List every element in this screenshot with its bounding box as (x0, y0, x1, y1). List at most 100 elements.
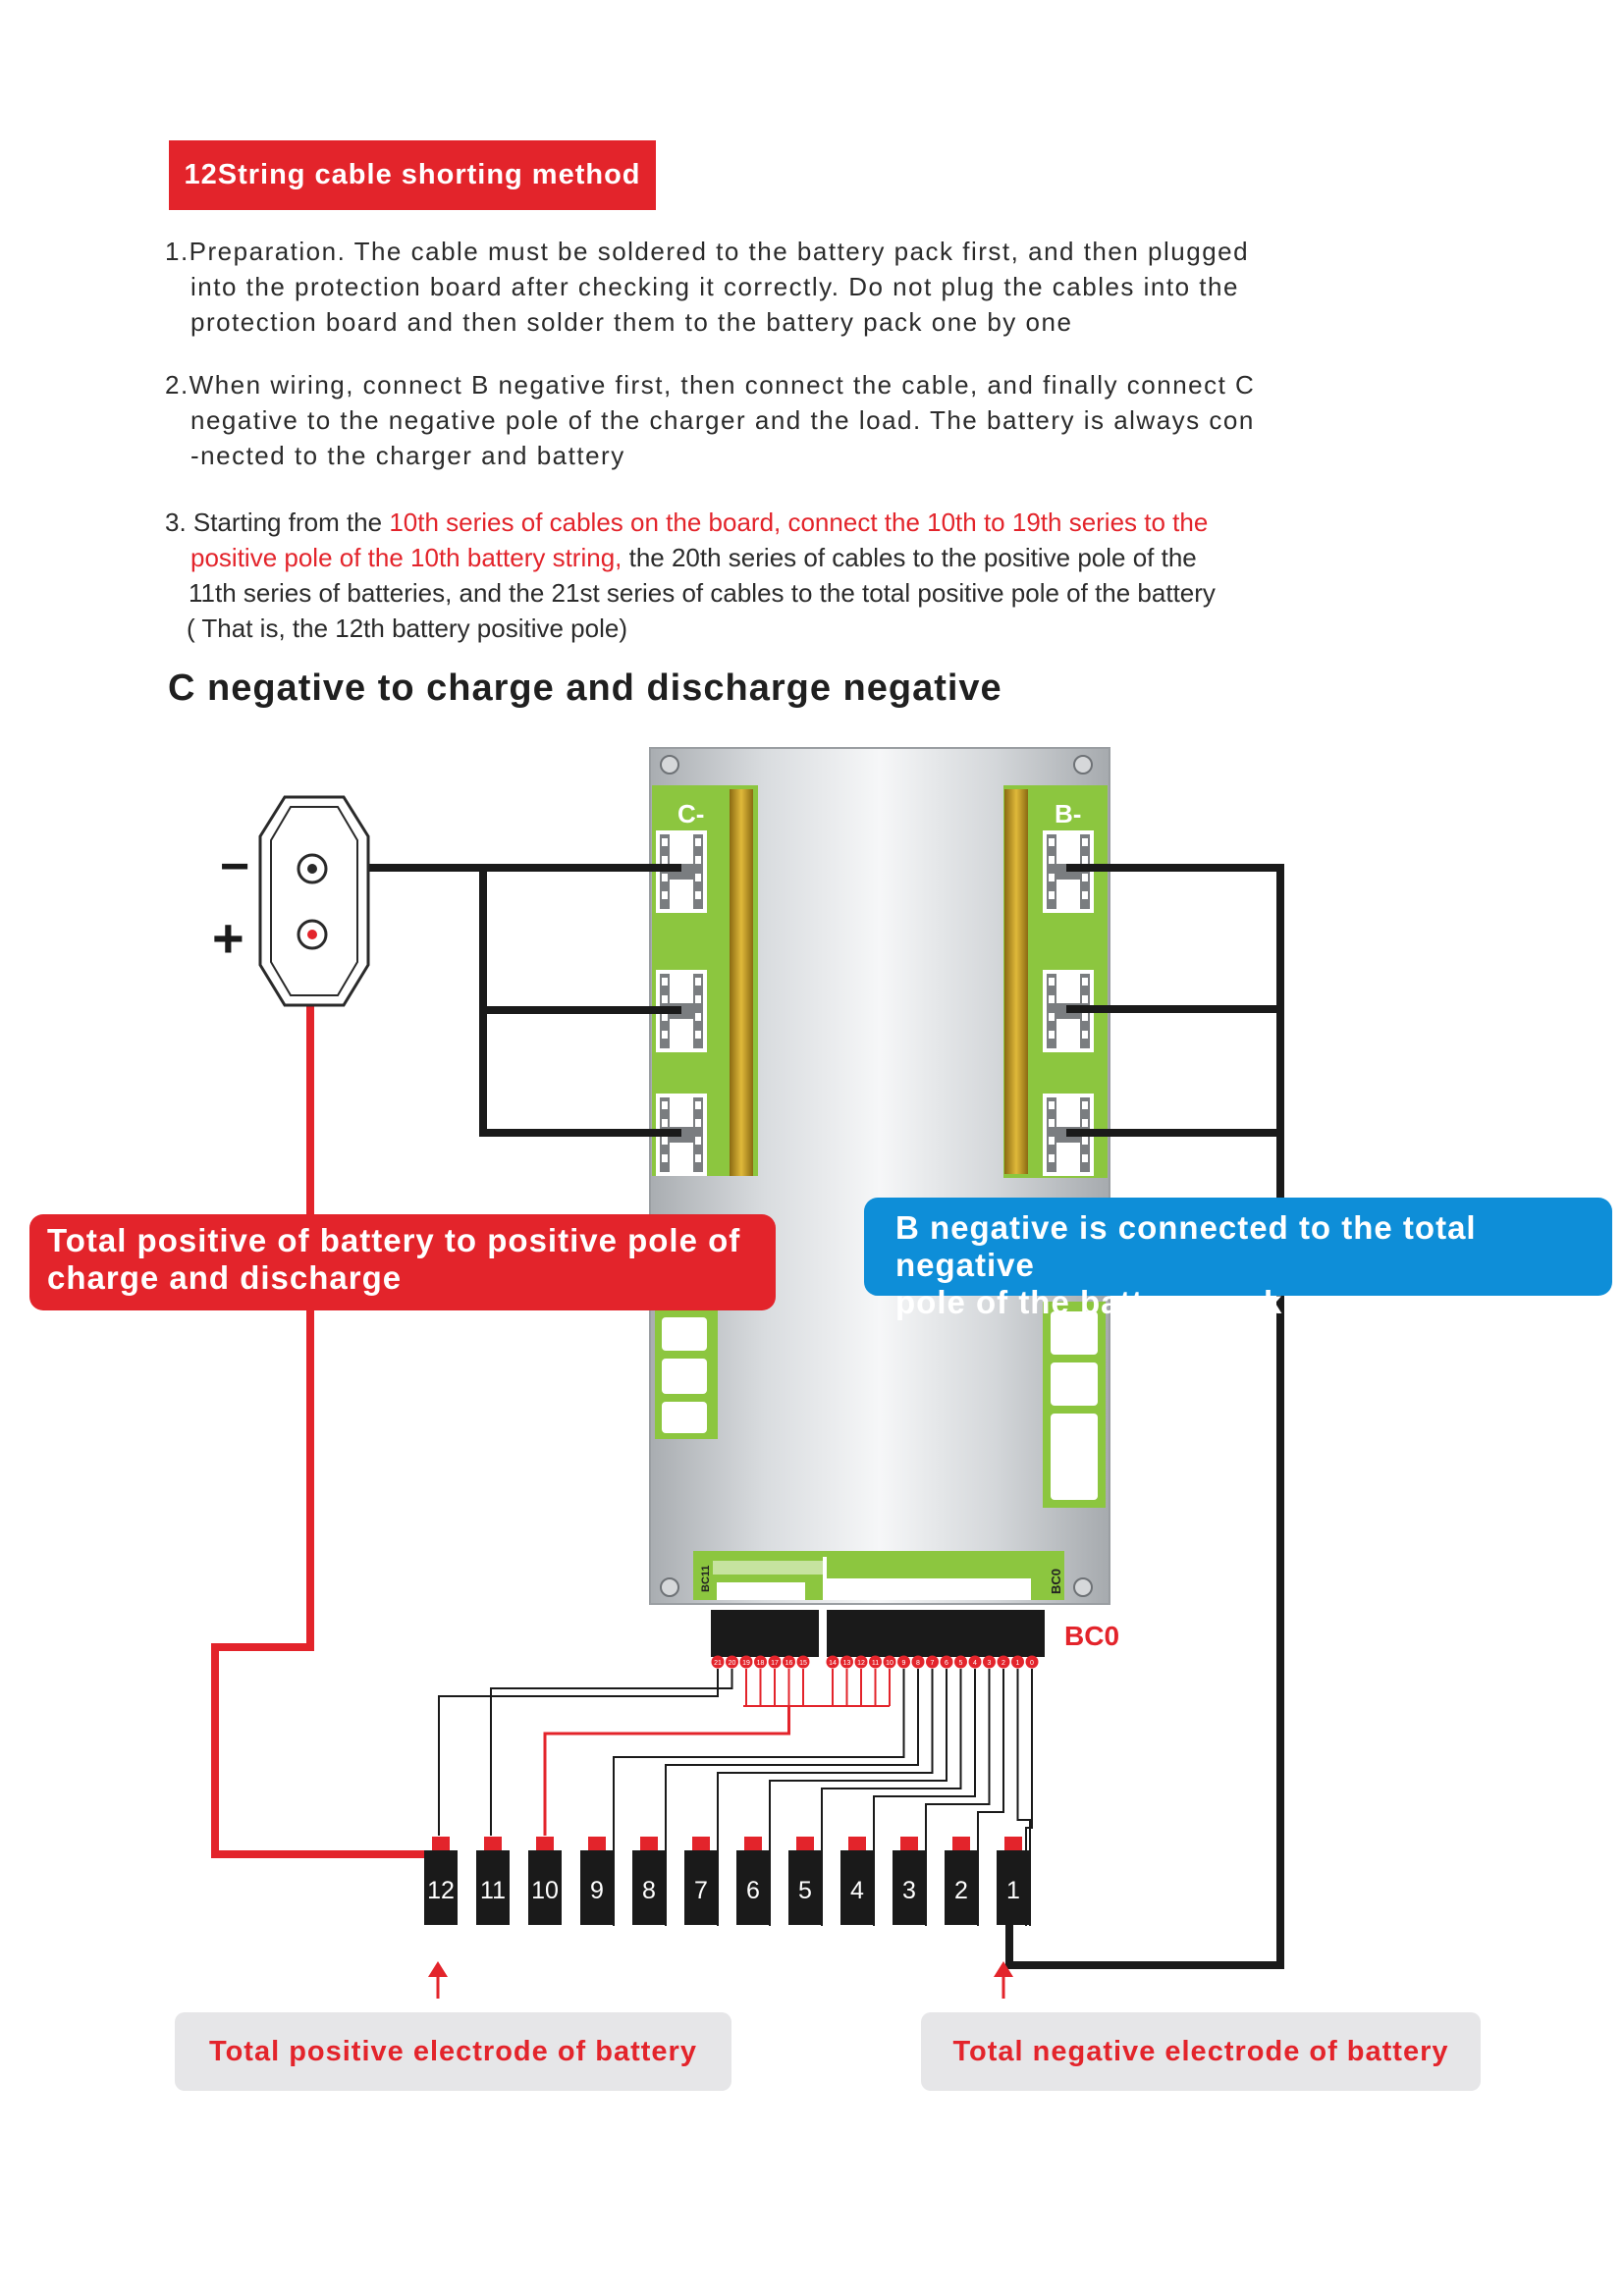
cell-3: 3 (893, 1837, 926, 1925)
charge-port (258, 795, 370, 1007)
step-2: 2.When wiring, connect B negative first,… (165, 367, 1265, 473)
cell-5-body (788, 1850, 822, 1925)
connector-plug-left (711, 1610, 819, 1657)
pin-label-11: 11 (872, 1660, 879, 1667)
pin-7 (926, 1655, 939, 1669)
step-1-line-1: 1.Preparation. The cable must be soldere… (165, 237, 1250, 266)
balance-connector-strip (693, 1551, 1064, 1600)
pin-0 (1025, 1655, 1039, 1669)
cell-6-body (736, 1850, 770, 1925)
step-3-line-1-red: 10th series of cables on the board, conn… (389, 507, 1209, 537)
cell-9-label: 9 (590, 1877, 604, 1904)
pin-8 (911, 1655, 925, 1669)
pin-label-16: 16 (785, 1660, 793, 1667)
title-badge: 12String cable shorting method (169, 140, 656, 210)
step-2-line-2: negative to the negative pole of the cha… (190, 405, 1255, 435)
pin-16 (783, 1655, 795, 1669)
label-total-positive: Total positive electrode of battery (175, 2012, 731, 2091)
cell-9: 9 (580, 1837, 614, 1925)
cell-12: 12 (424, 1837, 458, 1925)
cell-7-label: 7 (694, 1877, 708, 1904)
cell-10-terminal (536, 1837, 554, 1850)
arrow-positive (428, 1961, 448, 1999)
cell-1: 1 (997, 1837, 1030, 1925)
cell-8-terminal (640, 1837, 658, 1850)
pin-label-0: 0 (1030, 1660, 1034, 1667)
cell-6: 6 (736, 1837, 770, 1925)
step-2-line-3: -nected to the charger and battery (190, 441, 625, 470)
pin-6 (940, 1655, 953, 1669)
callout-blue-line-2: pole of the battery pack (895, 1284, 1283, 1320)
step-3-line-4: ( That is, the 12th battery positive pol… (187, 614, 627, 643)
callout-red-line-2: charge and discharge (47, 1259, 403, 1296)
pin-label-8: 8 (916, 1660, 920, 1667)
pin-label-19: 19 (742, 1660, 750, 1667)
pin-5 (954, 1655, 967, 1669)
pin-17 (768, 1655, 782, 1669)
pin-14 (826, 1655, 839, 1669)
pin-2 (997, 1655, 1010, 1669)
cell-12-body (424, 1850, 458, 1925)
c-minus-terminals (656, 830, 707, 1176)
pin-label-12: 12 (857, 1660, 865, 1667)
cell-8-label: 8 (642, 1877, 656, 1904)
c-minus-gold-bar (730, 789, 753, 1176)
pin-11 (869, 1655, 882, 1669)
bc0-label: BC0 (1064, 1621, 1119, 1651)
pin-label-20: 20 (729, 1660, 736, 1667)
pin-label-6: 6 (945, 1660, 948, 1667)
pin-label-7: 7 (931, 1660, 935, 1667)
step-3-line-1-black: 3. Starting from the (165, 507, 390, 537)
pin-label-17: 17 (771, 1660, 779, 1667)
pin-label-3: 3 (988, 1660, 992, 1667)
pin-20 (726, 1655, 738, 1669)
b-minus-terminals (1043, 830, 1094, 1176)
connector-tag-left: BC11 (700, 1565, 712, 1592)
cell-11-label: 11 (480, 1877, 506, 1904)
cell-2-label: 2 (954, 1877, 968, 1904)
step-1: 1.Preparation. The cable must be soldere… (165, 234, 1265, 340)
pin-21 (711, 1655, 725, 1669)
pin-label-21: 21 (714, 1660, 722, 1667)
pin-label-10: 10 (886, 1660, 893, 1667)
pin-label-2: 2 (1001, 1660, 1005, 1667)
cell-4: 4 (840, 1837, 874, 1925)
cell-1-body (997, 1850, 1030, 1925)
connector-plug-right (827, 1610, 1045, 1657)
negative-wires (310, 864, 1284, 1969)
charge-port-plus: + (212, 907, 244, 969)
cell-7: 7 (684, 1837, 718, 1925)
step-1-line-2: into the protection board after checking… (190, 272, 1239, 301)
pin-13 (840, 1655, 853, 1669)
pin-10 (883, 1655, 896, 1669)
cell-3-label: 3 (902, 1877, 916, 1904)
callout-blue-line-1: B negative is connected to the total neg… (895, 1209, 1477, 1283)
cell-1-terminal (1004, 1837, 1022, 1850)
step-3: 3. Starting from the 10th series of cabl… (165, 505, 1265, 646)
cell-12-label: 12 (427, 1877, 455, 1904)
cell-5-label: 5 (798, 1877, 812, 1904)
cell-9-terminal (588, 1837, 606, 1850)
cell-7-terminal (692, 1837, 710, 1850)
balance-cable-fanout (431, 1669, 1033, 1926)
cell-5-terminal (796, 1837, 814, 1850)
pin-4 (968, 1655, 982, 1669)
pin-15 (796, 1655, 810, 1669)
cell-3-terminal (900, 1837, 918, 1850)
cell-1-label: 1 (1006, 1877, 1020, 1904)
cell-11: 11 (476, 1837, 510, 1925)
arrow-negative (994, 1961, 1013, 1999)
cell-10: 10 (528, 1837, 562, 1925)
pin-label-14: 14 (829, 1660, 837, 1667)
callout-total-positive: Total positive of battery to positive po… (29, 1214, 776, 1310)
pin-label-18: 18 (757, 1660, 765, 1667)
cell-7-body (684, 1850, 718, 1925)
board-screws (660, 755, 1093, 1597)
cell-6-label: 6 (746, 1877, 760, 1904)
pin-label-13: 13 (843, 1660, 851, 1667)
cell-11-terminal (484, 1837, 502, 1850)
pin-3 (983, 1655, 996, 1669)
cell-10-body (528, 1850, 562, 1925)
bridge-lead (543, 1706, 790, 1836)
